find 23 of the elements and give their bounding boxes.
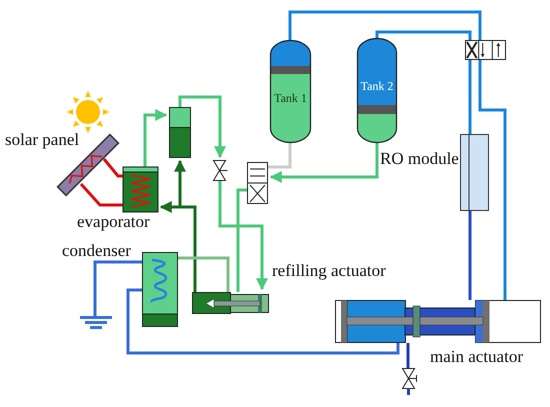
pipe xyxy=(126,288,400,354)
pipe xyxy=(236,188,247,292)
component-label: evaporator xyxy=(77,213,150,231)
pipe-arrow xyxy=(270,143,378,183)
pipe xyxy=(94,260,142,316)
tank-label: Tank 1 xyxy=(273,92,308,105)
pipe xyxy=(376,30,472,40)
component-label: solar panel xyxy=(5,131,80,149)
component-label: main actuator xyxy=(430,348,523,366)
component-label: RO module xyxy=(380,150,459,168)
pipe xyxy=(268,143,292,168)
component-label: condenser xyxy=(62,242,131,260)
pipe-arrow xyxy=(218,181,268,290)
pipe xyxy=(288,10,482,40)
pipe xyxy=(468,211,472,300)
tank-label: Tank 2 xyxy=(360,80,394,93)
pipe xyxy=(478,60,506,300)
pipe xyxy=(406,343,410,368)
component-label: refilling actuator xyxy=(272,262,386,280)
pipe xyxy=(468,60,472,134)
pipe-arrow xyxy=(178,96,226,158)
pipe xyxy=(178,256,230,292)
pipe-arrow xyxy=(144,109,168,167)
